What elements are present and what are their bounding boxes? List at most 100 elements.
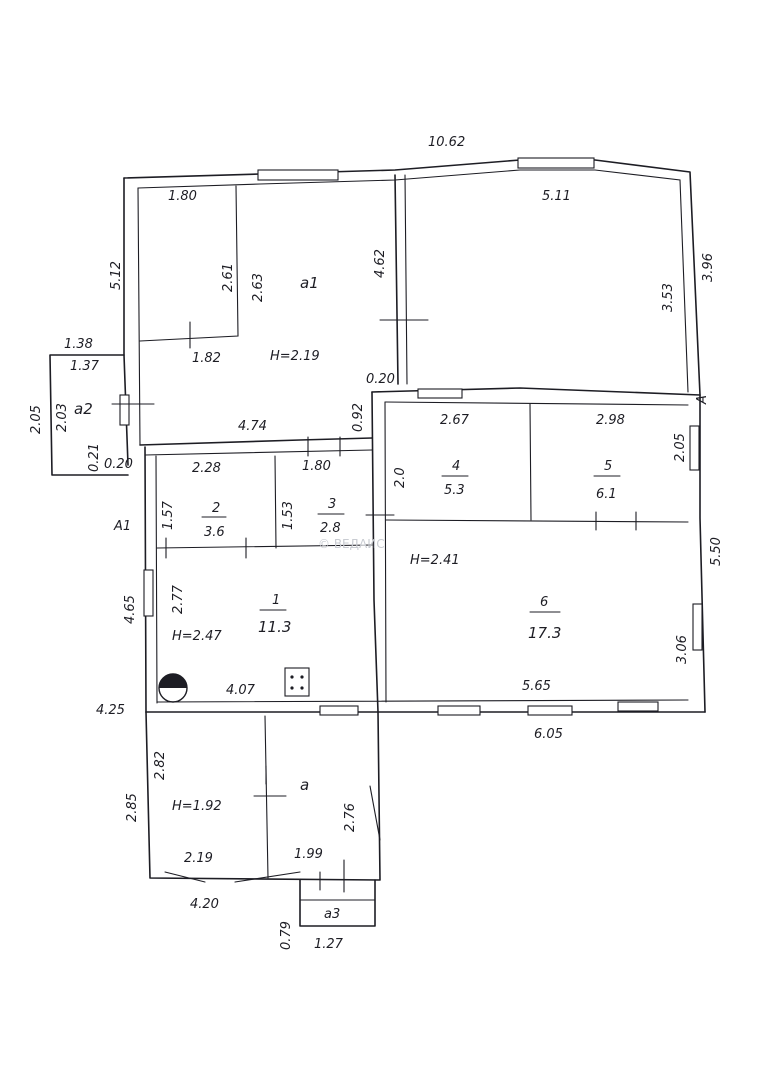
room-a1-height: H=2.19 (270, 349, 320, 364)
window-top-left (257, 169, 339, 181)
a3-outline (299, 879, 376, 927)
room-labels: а1 H=2.19 а2 2 3.6 3 2.8 1 11.3 H=2.47 4… (74, 274, 621, 922)
window-top-right (517, 157, 595, 169)
dim-veranda-inner-height: 2.82 (153, 751, 168, 780)
dim-a3-height: 0.79 (279, 921, 294, 950)
dim-room5-height: 2.05 (673, 433, 688, 462)
partition-4-5 (529, 403, 532, 521)
room-6-number: 6 (540, 595, 548, 610)
dim-porch-inner-height: 2.03 (55, 403, 70, 432)
wall-under-right-room-inner (384, 401, 689, 406)
boiler-fill (159, 674, 187, 688)
outer-wall-top-inner (137, 169, 689, 393)
bottom-wall-inner (156, 699, 689, 703)
porch-a2 (49, 354, 129, 476)
dim-room6-bottom: 5.65 (522, 679, 551, 694)
dim-a1-bottom: 4.74 (238, 419, 267, 434)
window-right-room6 (692, 603, 703, 651)
dim-porch-top: 1.38 (64, 337, 93, 352)
room-1-height: H=2.47 (172, 629, 222, 644)
windows (119, 157, 703, 716)
dim-a3-width: 1.27 (314, 937, 344, 952)
door-tick (234, 871, 301, 883)
central-wall (371, 391, 379, 713)
section-marks: А1 А (113, 395, 710, 534)
dim-left-outer: 5.12 (109, 261, 124, 290)
window-bottom-3 (617, 701, 659, 712)
dim-veranda-total: 4.20 (190, 897, 219, 912)
dim-room6-right-height: 3.06 (675, 635, 690, 664)
partition-under-4-5 (385, 519, 689, 523)
dim-room1-bottom: 4.07 (226, 683, 256, 698)
room-a-height: H=1.92 (172, 799, 222, 814)
central-wall-inner (384, 401, 387, 703)
wall-under-a1-inner (144, 449, 373, 456)
room-1-number: 1 (272, 593, 280, 608)
wall-a1-right-inner (404, 174, 408, 385)
storage-partition (139, 185, 239, 342)
room-5-number: 5 (604, 459, 612, 474)
stove-burner (290, 686, 294, 690)
dim-room1-height: 2.77 (171, 584, 186, 614)
room-2-number: 2 (212, 501, 220, 516)
dim-porch-outer-height: 2.05 (29, 405, 44, 434)
dim-veranda-bottom-left: 2.19 (184, 851, 213, 866)
dim-a1-height: 2.63 (251, 273, 266, 302)
window-a1-left (119, 394, 130, 426)
dim-left-bottom-total: 4.25 (96, 703, 125, 718)
room-a3-name: а3 (324, 907, 340, 922)
dim-room2-width: 2.28 (192, 461, 221, 476)
dim-left-lit-outer: 4.65 (123, 595, 138, 624)
dim-a1-storage-top: 1.80 (168, 189, 197, 204)
dim-top-total: 10.62 (428, 135, 465, 150)
dim-room4-height: 2.0 (393, 467, 408, 488)
stove-icon (284, 667, 310, 697)
dim-porch-gap-a: 0.21 (87, 443, 102, 472)
room-1-area: 11.3 (258, 618, 291, 636)
stove-burner (290, 675, 294, 679)
door-marks (111, 319, 637, 893)
window-bottom-2 (527, 705, 573, 716)
dim-porch-inner: 1.37 (70, 359, 100, 374)
dim-veranda-bottom-right: 1.99 (294, 847, 323, 862)
dim-a1-storage-height: 2.61 (221, 263, 236, 292)
dim-right-bottom-total: 6.05 (534, 727, 563, 742)
door-tick (164, 871, 206, 883)
stove (284, 667, 310, 697)
veranda-partition (264, 715, 269, 879)
room-2-area: 3.6 (204, 525, 225, 540)
room-a1-name: а1 (300, 274, 319, 292)
door-tick (369, 785, 381, 841)
dim-room2-height: 1.57 (161, 500, 176, 530)
wall-under-a1 (139, 437, 373, 446)
room-4-area: 5.3 (444, 483, 465, 498)
window-right-room-bottom (417, 388, 463, 399)
dim-a1-right: 4.62 (373, 249, 388, 278)
dim-veranda-outer-height: 2.85 (125, 793, 140, 822)
dim-wall-b: 0.92 (351, 403, 366, 432)
section-mark-left: А1 (113, 519, 131, 534)
dim-veranda-right-height: 2.76 (343, 803, 358, 832)
dim-right-lit-outer: 5.50 (709, 537, 724, 566)
room-a2-name: а2 (74, 400, 93, 418)
window-bottom-1 (437, 705, 481, 716)
dim-porch-gap-b: 0.20 (104, 457, 133, 472)
dim-right-outer: 3.96 (701, 253, 716, 282)
dim-room3-height: 1.53 (281, 501, 296, 530)
window-bottom-room1 (319, 705, 359, 716)
section-mark-right: А (695, 395, 710, 405)
boiler (158, 673, 188, 703)
dim-room5-width: 2.98 (596, 413, 625, 428)
veranda-outer (145, 711, 381, 881)
inner-wall-left-a1 (137, 187, 141, 446)
walls (49, 159, 706, 927)
room-3-area: 2.8 (320, 521, 341, 536)
wall-a1-right (394, 174, 399, 385)
inner-wall-left-lit (155, 455, 158, 704)
dim-a1-storage-bottom: 1.82 (192, 351, 221, 366)
room-3-number: 3 (328, 497, 336, 512)
room-4-number: 4 (452, 459, 460, 474)
room-6-area: 17.3 (528, 624, 561, 642)
partition-under-2-3 (156, 544, 373, 549)
room-a-name: а (300, 776, 309, 794)
